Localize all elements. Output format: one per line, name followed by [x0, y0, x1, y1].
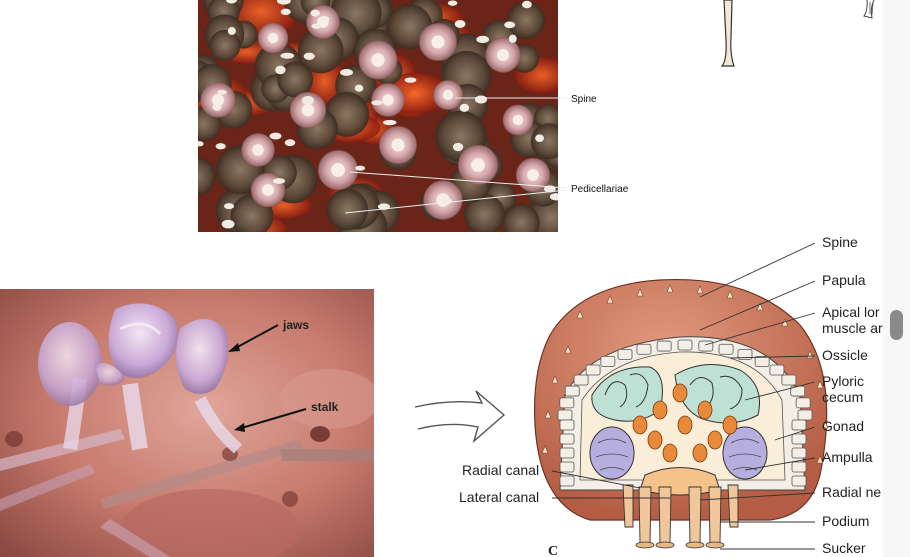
cross-section-diagram: C — [534, 278, 829, 557]
gonad-right — [722, 426, 768, 480]
gonad-left — [589, 426, 635, 480]
pyloric-cecum-right — [674, 364, 760, 424]
partial-sketch-top-right — [720, 0, 875, 67]
photo-sea-star-surface — [198, 0, 558, 232]
photo-pedicellariae-closeup: jaws stalk — [0, 289, 374, 557]
hollow-arrow-icon — [414, 390, 506, 444]
pedicellariae-label: Pedicellariae — [571, 184, 629, 195]
page-scrollbar-thumb[interactable] — [890, 310, 903, 340]
label-spine: Spine — [822, 234, 858, 250]
panel-letter-c: C — [548, 544, 558, 557]
pyloric-cecum-left — [591, 366, 663, 422]
jaws-label: jaws — [282, 318, 309, 332]
spine-label-photo: Spine — [571, 94, 597, 105]
stalk-label: stalk — [311, 400, 339, 414]
page-scrollbar-track[interactable] — [883, 0, 910, 557]
closeup-photo-drawing: jaws stalk — [0, 289, 374, 557]
surface-photo-drawing — [198, 0, 558, 232]
